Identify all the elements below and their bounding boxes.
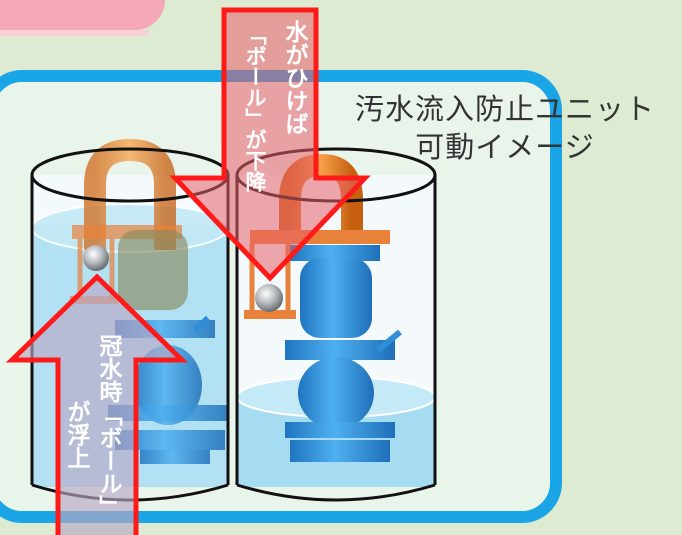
- up-arrow-text-col1: 冠水時「ボール」: [95, 334, 121, 518]
- up-arrow: [5, 273, 189, 535]
- right-tank: [235, 147, 437, 502]
- diagram-title: 汚水流入防止ユニット 可動イメージ: [340, 90, 670, 166]
- title-line-1: 汚水流入防止ユニット: [354, 92, 655, 126]
- right-ball: [255, 284, 283, 312]
- down-arrow-text-col1: 水がひけば: [281, 20, 307, 135]
- left-ball: [83, 245, 109, 271]
- corner-decoration: [0, 0, 165, 36]
- down-arrow: [169, 7, 371, 282]
- title-line-2: 可動イメージ: [415, 130, 595, 164]
- up-arrow-text-col2: が浮上: [63, 400, 89, 469]
- down-arrow-text-col2: 「ボール」が下降: [243, 24, 267, 192]
